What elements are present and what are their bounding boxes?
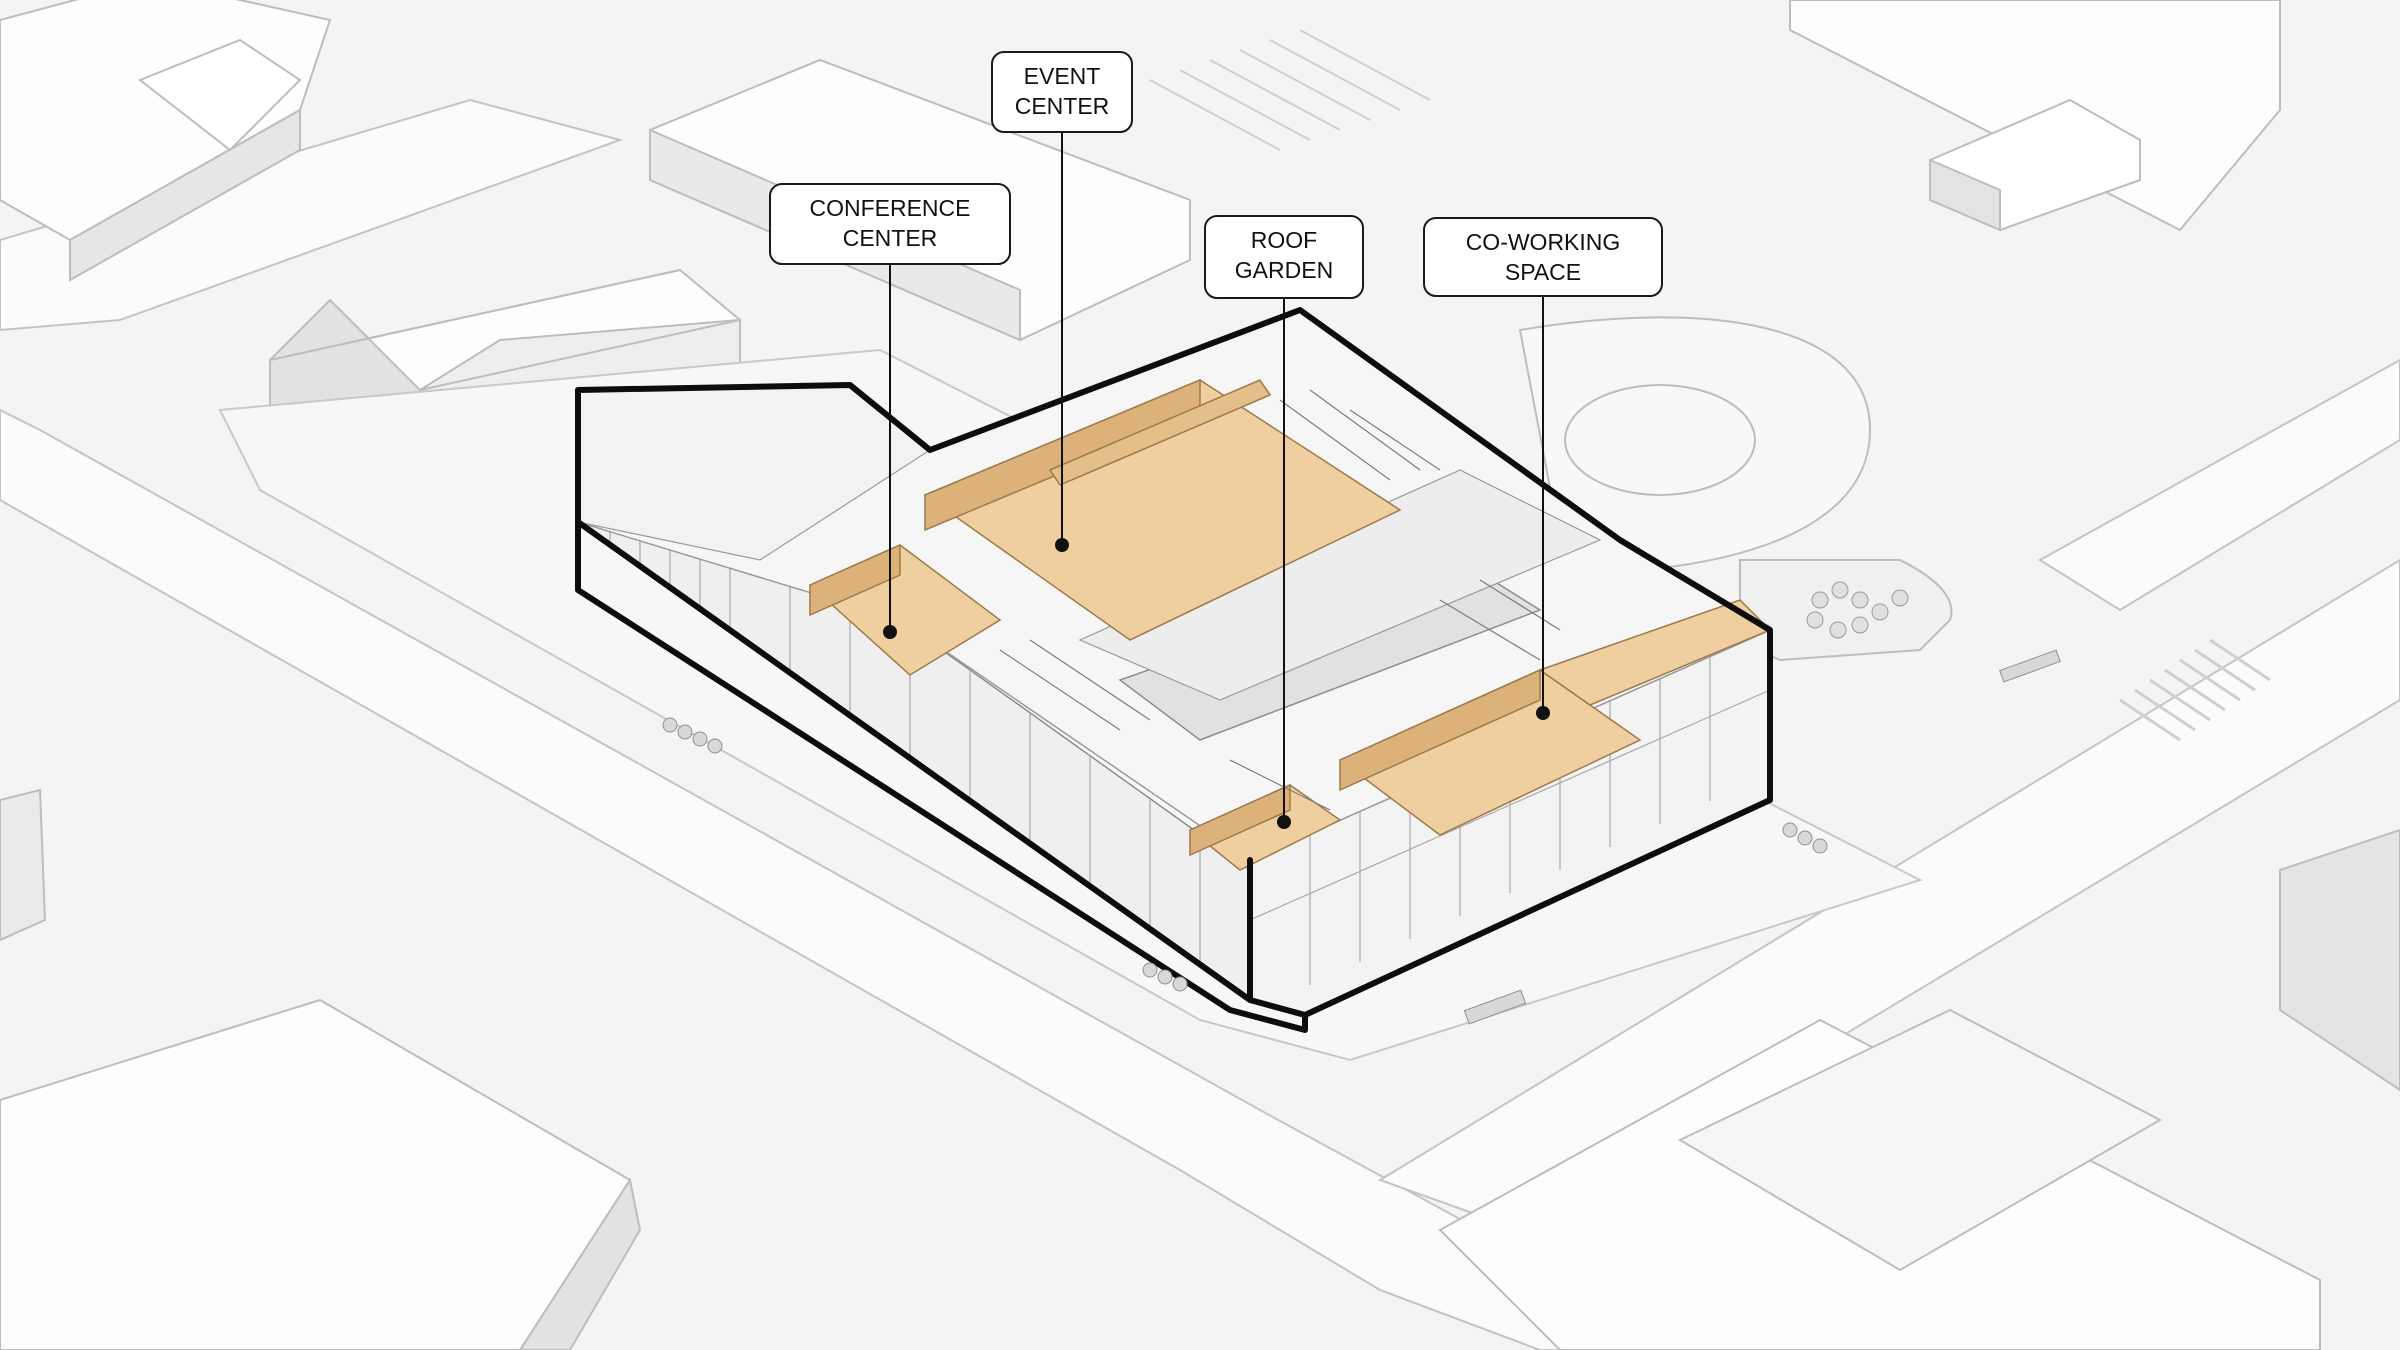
label-line-1: CONFERENCE (809, 195, 970, 221)
label-box (1204, 215, 1364, 299)
parking-stripes (1149, 29, 1431, 151)
context-building-east (2279, 828, 2400, 1092)
label-line-2: CENTER (1015, 93, 1110, 119)
seating-tables (1806, 581, 1909, 639)
label-line-1: CO-WORKING (1466, 229, 1621, 255)
label-line-1: ROOF (1251, 227, 1317, 253)
streets (0, 98, 2400, 1350)
label-box (991, 51, 1133, 133)
building-outline (575, 307, 1773, 1018)
leader-dot (1536, 706, 1550, 720)
callout-event-center: EVENT CENTER (991, 51, 1133, 552)
label-line-1: EVENT (1024, 63, 1101, 89)
label-box (769, 183, 1011, 265)
leader-dot (1055, 538, 1069, 552)
label-line-2: SPACE (1505, 259, 1581, 285)
plaza (1518, 316, 1953, 662)
context-building-west (0, 788, 47, 942)
callout-co-working-space: CO-WORKING SPACE (1423, 217, 1663, 720)
street-east (2038, 358, 2400, 612)
street-furniture (662, 649, 2061, 1025)
label-line-2: GARDEN (1235, 257, 1333, 283)
callout-conference-center: CONFERENCE CENTER (769, 183, 1011, 639)
main-building (575, 307, 1773, 1033)
leader-dot (1277, 815, 1291, 829)
label-box (1423, 217, 1663, 297)
highlighted-program-areas (808, 378, 1772, 871)
callout-roof-garden: ROOF GARDEN (1204, 215, 1364, 829)
leader-dot (883, 625, 897, 639)
label-line-2: CENTER (843, 225, 938, 251)
interior-partitions (999, 389, 1561, 811)
street-north (0, 98, 624, 332)
crosswalk (2119, 638, 2271, 742)
